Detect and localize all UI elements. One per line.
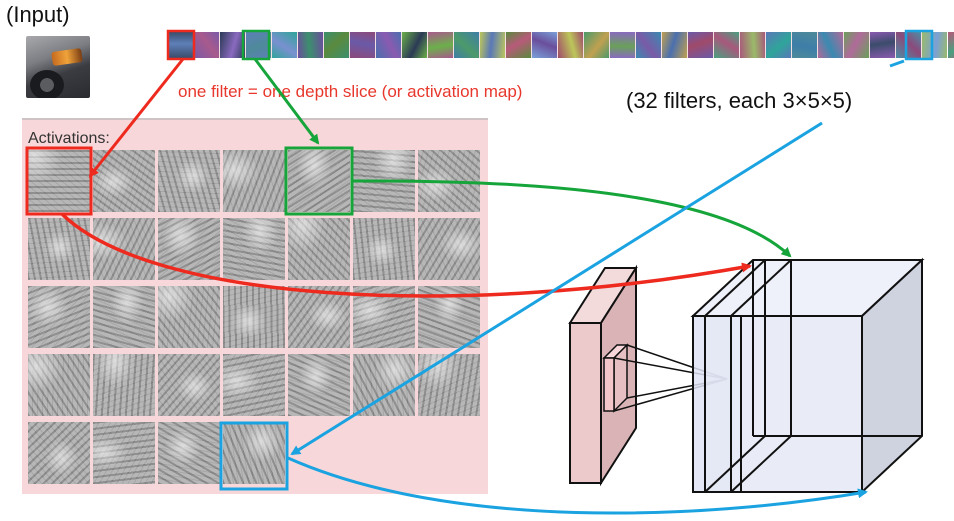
green-arrow-filter-to-activation — [255, 59, 318, 143]
filter-highlight-red — [168, 31, 194, 59]
activation-highlight-green — [286, 148, 352, 214]
filter-highlight-green — [243, 31, 269, 59]
output-volume — [693, 260, 922, 492]
activation-highlight-red — [27, 148, 91, 214]
input-slab-front — [570, 323, 601, 483]
blue-arrow-filter-line — [890, 61, 904, 66]
receptive-field-front — [604, 358, 614, 411]
filter-highlight-blue — [906, 31, 932, 59]
green-arrow-activation-to-volume — [352, 181, 790, 256]
activation-highlight-blue — [221, 423, 287, 489]
red-arrow-filter-to-activation — [90, 59, 183, 176]
red-arrow-activation-to-volume — [62, 214, 750, 296]
